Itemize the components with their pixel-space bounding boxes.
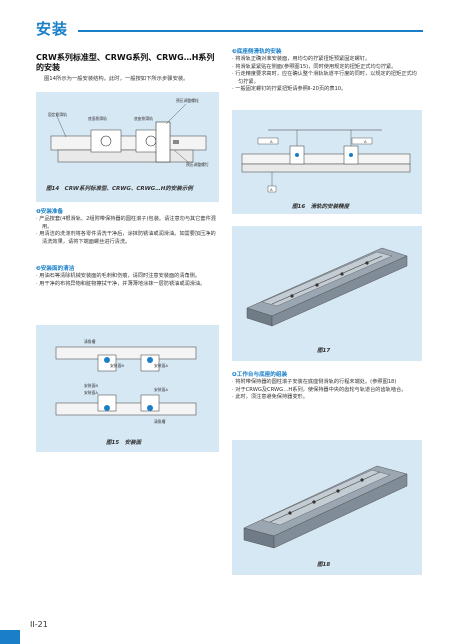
section-heading: CRW系列标准型、CRWG系列、CRWG…H系列的安装	[36, 53, 215, 72]
list-item: · 将滑轨正确对准安装面，用均匀的拧紧扭矩预紧固定螺钉。	[232, 56, 371, 62]
fig15-label-groove-bottom: 清角槽	[154, 419, 166, 424]
footer-accent	[0, 630, 20, 644]
figure-18-panel: 图18	[232, 440, 422, 575]
figure-18-illustration	[243, 465, 408, 549]
section-4-title: ❹工作台与底座的组装	[232, 372, 288, 378]
page-number: II-21	[30, 620, 48, 629]
figure-14-panel: 固定侧滑轨 底面侧滑轨 底座侧滑轨 预压调整螺栓 预压调整螺钉 图14 CRW系…	[36, 92, 219, 202]
list-item: · 用油石等清除机械安装面的毛刺和伤痕，请同时注意安装面的清角侧。	[36, 273, 201, 279]
list-item: · 产品按套(4根滑轨、2组附带保持器的圆柱滚子)包装。请注意勿与其它套件混用。	[36, 216, 216, 230]
list-item: · 一般固定螺钉的拧紧扭矩请参照Ⅱ-20页的表10。	[232, 86, 347, 93]
figure-15-panel: 清角槽 安装面B 安装面A 安装面B 安装面A 安装面A 清角槽 图15 安装面	[36, 325, 219, 452]
section-2-title: ❷安装面的清洁	[36, 266, 75, 272]
figure-17-panel: 图17	[232, 226, 422, 361]
figure-16-caption: 图16 滑轨的安装精度	[292, 204, 350, 210]
section-3-title: ❸底座侧滑轨的安装	[232, 49, 282, 55]
fig14-label-bottom-rail: 底面侧滑轨	[88, 116, 107, 121]
fig14-label-preload-screw: 预压调整螺钉	[186, 162, 209, 167]
figure-17-caption: 图17	[317, 348, 331, 354]
intro-paragraph: 图14所示为一般安装结构。此时，一般按如下所示步骤安装。	[44, 76, 189, 82]
figure-16-diagram	[241, 129, 411, 193]
section-1-list: · 产品按套(4根滑轨、2组附带保持器的圆柱滚子)包装。请注意勿与其它套件混用。…	[36, 216, 219, 246]
fig15-label-b1: 安装面B	[110, 363, 124, 368]
fig15-label-b2: 安装面B	[84, 383, 98, 388]
list-item: · 用干净的布将异物和脏物擦拭干净，并薄薄地涂抹一层防锈油或润滑油。	[36, 280, 206, 287]
figure-15-caption: 图15 安装面	[106, 440, 142, 446]
figure-14-caption: 图14 CRW系列标准型、CRWG、CRWG…H的安装示例	[46, 186, 193, 192]
title-rule	[78, 30, 423, 32]
list-item: · 行走精度要求高时，应在确认整个滑轨轨道平行度的同时，以规定的扭矩正式均匀拧紧…	[232, 71, 417, 85]
section-2-list: · 用油石等清除机械安装面的毛刺和伤痕，请同时注意安装面的清角侧。 · 用干净的…	[36, 273, 219, 288]
fig14-label-fixed-rail: 固定侧滑轨	[48, 112, 67, 117]
page-title: 安装	[36, 20, 69, 38]
section-3-list: · 将滑轨正确对准安装面，用均匀的拧紧扭矩预紧固定螺钉。 · 将滑轨紧紧贴在侧面…	[232, 56, 422, 94]
list-item: · 此时，须注意避免保持器变形。	[232, 394, 308, 401]
fig15-label-a2: 安装面A	[84, 390, 98, 395]
fig16-label-a2: A	[364, 139, 367, 144]
fig15-label-a3: 安装面A	[154, 387, 168, 392]
fig15-label-groove-top: 清角槽	[84, 339, 96, 344]
list-item: · 用清洁的洗涤剂将各零件清洗干净后，涂抹防锈油或润滑油。如需要加压净的清洗效果…	[36, 231, 216, 245]
figure-18-caption: 图18	[317, 562, 331, 568]
fig16-label-a3: A	[270, 187, 273, 192]
section-4-list: · 将附带保持器的圆柱滚子安装在底座侧滑轨的行程末端处。(参照图18) · 对于…	[232, 379, 422, 402]
list-item: · 对于CRWG及CRWG…H系列，使保持器中央的齿轮与轨道台的齿轨啮合。	[232, 386, 407, 393]
list-item: · 将滑轨紧紧贴在侧面(参照图15)，同时使用规定的扭矩正式均匀拧紧。	[232, 63, 397, 70]
figure-16-panel: A A A 图16 滑轨的安装精度	[232, 110, 422, 214]
fig14-label-preload-bolt: 预压调整螺栓	[176, 98, 199, 103]
fig14-label-base-rail: 底座侧滑轨	[134, 116, 153, 121]
fig16-label-a1: A	[270, 139, 273, 144]
figure-17-illustration	[246, 247, 408, 327]
section-1-title: ❶安装准备	[36, 209, 64, 215]
figure-14-diagram	[50, 103, 207, 163]
figure-15-diagram	[55, 346, 197, 416]
fig15-label-a1: 安装面A	[154, 363, 168, 368]
list-item: · 将附带保持器的圆柱滚子安装在底座侧滑轨的行程末端处。(参照图18)	[232, 379, 397, 385]
